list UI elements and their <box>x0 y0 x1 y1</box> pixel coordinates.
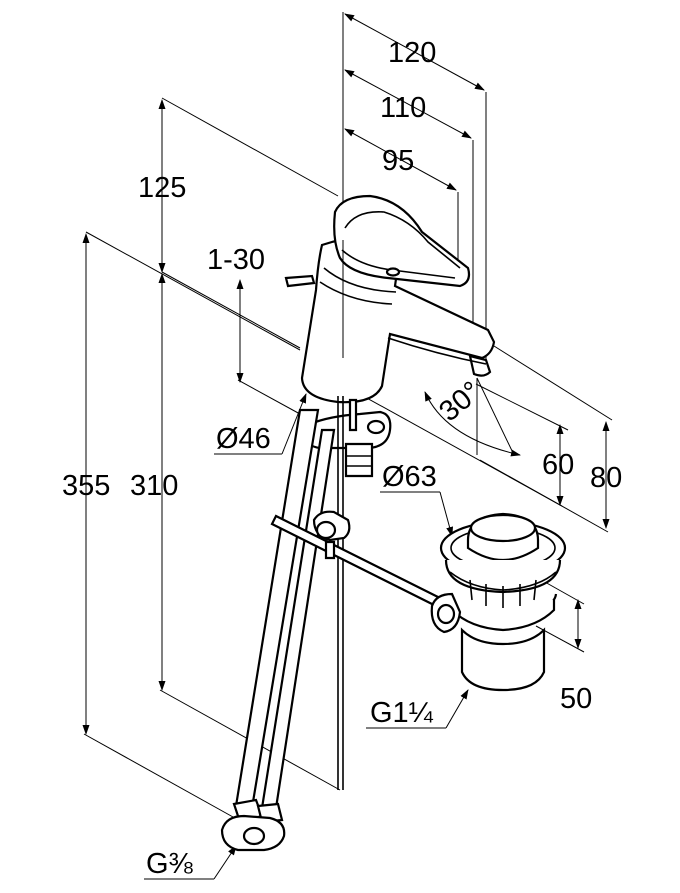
dimension-angle30: 30° <box>424 375 521 457</box>
dimension-g114: G1¼ <box>366 689 469 729</box>
dim-dia46-label: Ø46 <box>216 423 271 455</box>
dim-1-30-label: 1-30 <box>207 244 265 276</box>
dim-g38-label: G⅜ <box>146 848 194 880</box>
dimension-80: 80 <box>479 345 622 533</box>
dimension-g38: G⅜ <box>144 845 237 880</box>
popup-waste <box>430 512 567 692</box>
dimension-120: 120 <box>342 12 487 372</box>
dim-355-label: 355 <box>62 470 110 502</box>
dim-120-label: 120 <box>388 37 436 69</box>
dimension-110: 110 <box>344 69 474 364</box>
dimension-1-30: 1-30 <box>207 244 301 415</box>
dim-310-label: 310 <box>130 470 178 502</box>
dim-110-label: 110 <box>380 92 426 124</box>
dim-dia63-label: Ø63 <box>382 461 437 493</box>
dimension-dia46: Ø46 <box>214 393 307 455</box>
mounting-hardware <box>220 396 454 852</box>
dim-95-label: 95 <box>382 145 414 177</box>
dimension-95: 95 <box>344 128 459 262</box>
dim-g114-label: G1¼ <box>370 697 434 729</box>
dim-125-label: 125 <box>138 172 186 204</box>
faucet-body <box>284 194 496 404</box>
dimension-355: 355 <box>62 231 301 823</box>
dim-50-label: 50 <box>560 683 592 715</box>
dim-80-label: 80 <box>590 462 622 494</box>
dimension-dia63: Ø63 <box>380 461 454 537</box>
dim-60-label: 60 <box>542 449 574 481</box>
dimension-310: 310 <box>130 271 341 791</box>
dimension-125: 125 <box>138 97 339 273</box>
